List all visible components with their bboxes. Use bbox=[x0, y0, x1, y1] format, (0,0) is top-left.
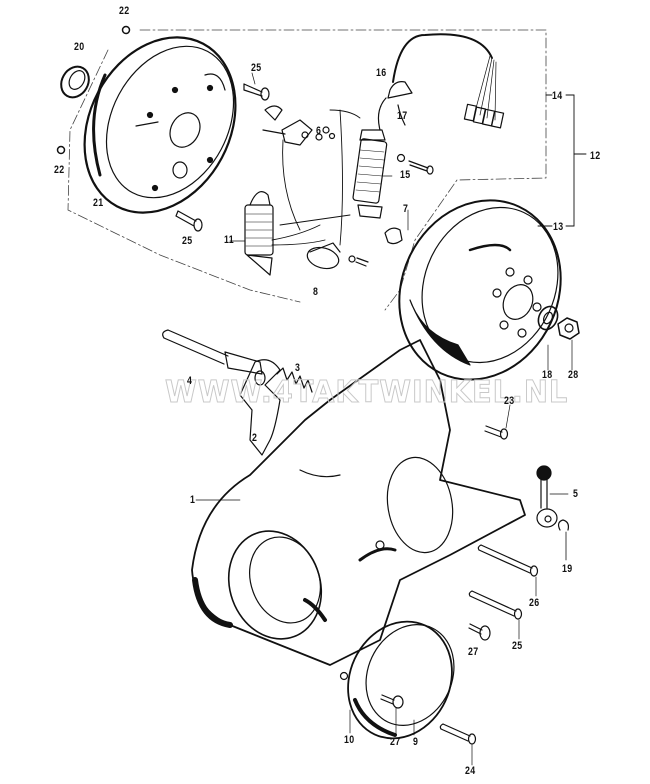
lighting-coil bbox=[352, 129, 388, 219]
part-label-2: 2 bbox=[252, 432, 258, 444]
wire-harness bbox=[377, 33, 505, 131]
part-label-1: 1 bbox=[190, 494, 196, 506]
bracket-12 bbox=[537, 94, 587, 227]
screw-small bbox=[348, 255, 369, 267]
stator-base-plate bbox=[83, 36, 237, 214]
part-label-22: 22 bbox=[119, 5, 130, 17]
nut-28 bbox=[557, 317, 580, 340]
part-label-27: 27 bbox=[468, 646, 479, 658]
part-label-11: 11 bbox=[224, 234, 235, 246]
part-label-16: 16 bbox=[376, 67, 387, 79]
part-label-19: 19 bbox=[562, 563, 573, 575]
part-label-26: 26 bbox=[529, 597, 540, 609]
part-label-21: 21 bbox=[93, 197, 104, 209]
part-label-27: 27 bbox=[390, 736, 401, 748]
contact-breaker bbox=[262, 105, 313, 146]
spring-3 bbox=[276, 367, 313, 393]
screw-26 bbox=[477, 544, 539, 577]
part-label-23: 23 bbox=[504, 395, 515, 407]
part-label-25: 25 bbox=[512, 640, 523, 652]
screw-27-right bbox=[468, 623, 491, 641]
part-label-24: 24 bbox=[465, 765, 476, 777]
part-label-3: 3 bbox=[295, 362, 301, 374]
wiring bbox=[271, 109, 361, 246]
washer-18 bbox=[537, 305, 559, 331]
part-label-12: 12 bbox=[590, 150, 601, 162]
watermark: WWW.4TAKTWINKEL.NL bbox=[165, 375, 569, 411]
part-label-7: 7 bbox=[403, 203, 409, 215]
shift-shaft bbox=[162, 329, 263, 375]
screw-25-cover bbox=[468, 590, 523, 620]
part-label-28: 28 bbox=[568, 369, 579, 381]
wire-clamp bbox=[384, 227, 403, 245]
small-nut-washers bbox=[315, 126, 336, 141]
part-label-17: 17 bbox=[397, 110, 408, 122]
shift-fork-2 bbox=[239, 359, 281, 456]
part-label-22: 22 bbox=[54, 164, 65, 176]
screw-24 bbox=[439, 723, 477, 745]
inspection-cover bbox=[339, 620, 455, 740]
part-label-15: 15 bbox=[400, 169, 411, 181]
part-label-8: 8 bbox=[313, 286, 319, 298]
screw-25-lower bbox=[175, 210, 203, 232]
crankcase-cover bbox=[191, 339, 526, 666]
leader-lines bbox=[195, 72, 573, 766]
screw-25-upper bbox=[243, 83, 270, 101]
part-label-4: 4 bbox=[187, 375, 193, 387]
screw-27-left bbox=[380, 694, 404, 709]
part-label-20: 20 bbox=[74, 41, 85, 53]
change-arm-5 bbox=[536, 465, 569, 528]
part-label-10: 10 bbox=[344, 734, 355, 746]
part-label-25: 25 bbox=[251, 62, 262, 74]
part-label-14: 14 bbox=[552, 90, 563, 102]
o-ring-top bbox=[121, 25, 131, 35]
part-label-25: 25 bbox=[182, 235, 193, 247]
part-label-18: 18 bbox=[542, 369, 553, 381]
screw-23 bbox=[484, 425, 509, 440]
group-boundary-dashed bbox=[67, 29, 547, 311]
o-ring-left bbox=[56, 145, 66, 155]
screw-17 bbox=[396, 153, 434, 175]
condenser bbox=[306, 242, 341, 270]
circlip-19 bbox=[557, 519, 570, 561]
part-label-13: 13 bbox=[553, 221, 564, 233]
part-label-5: 5 bbox=[573, 488, 579, 500]
oil-seal bbox=[60, 65, 90, 99]
part-label-6: 6 bbox=[316, 125, 322, 137]
part-label-9: 9 bbox=[413, 736, 419, 748]
ignition-coil bbox=[244, 191, 274, 276]
